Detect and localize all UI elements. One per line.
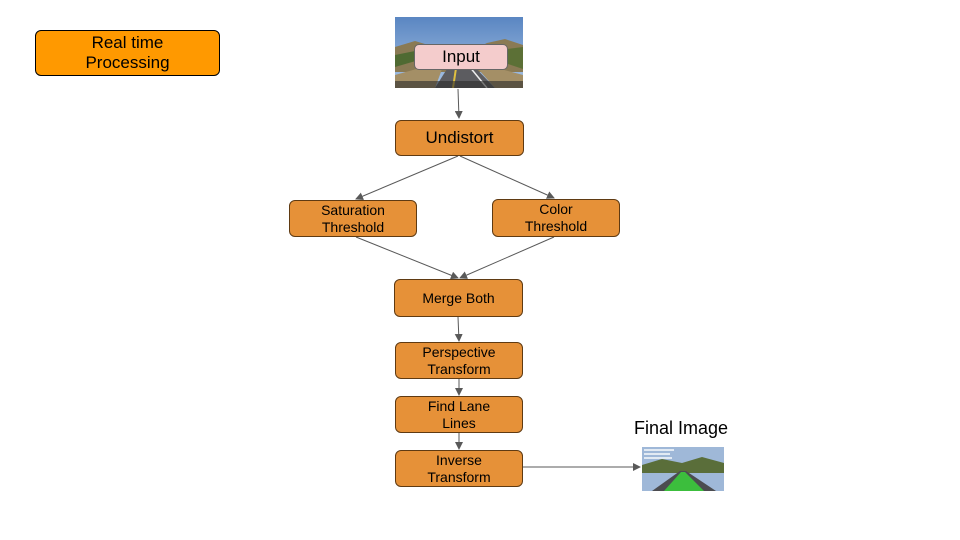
edge-color-merge: [459, 236, 555, 279]
undistort-node: Undistort: [395, 120, 524, 156]
edge-merge-perspective: [454, 316, 463, 342]
edge-undistort-color: [459, 155, 555, 199]
input-node: Input: [414, 44, 508, 70]
edge-saturation-merge: [355, 236, 459, 280]
color-threshold-node: Color Threshold: [492, 199, 620, 237]
edge-undistort-saturation: [355, 155, 459, 200]
final-image-label: Final Image: [634, 418, 729, 438]
inverse-transform-node: Inverse Transform: [395, 450, 523, 487]
find-lane-lines-node: Find Lane Lines: [395, 396, 523, 433]
title-box: Real time Processing: [35, 30, 220, 76]
merge-both-node: Merge Both: [394, 279, 523, 317]
perspective-transform-node: Perspective Transform: [395, 342, 523, 379]
saturation-threshold-node: Saturation Threshold: [289, 200, 417, 237]
edge-input-undistort: [454, 88, 463, 119]
final-image: [642, 443, 724, 491]
